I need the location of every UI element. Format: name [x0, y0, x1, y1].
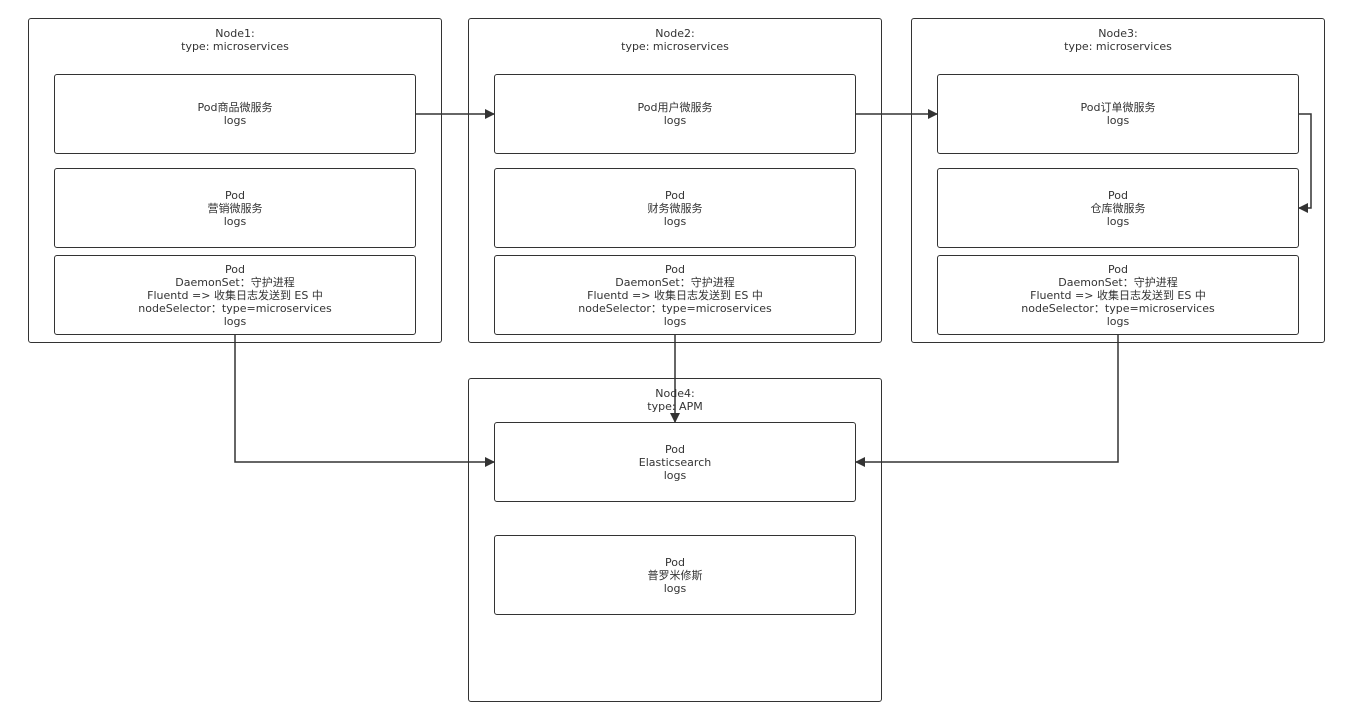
node4-title: Node4: type: APM [469, 387, 881, 413]
node2-type: type: microservices [621, 40, 729, 53]
pod-line: 营销微服务 [207, 201, 263, 215]
pod-line: logs [223, 314, 247, 328]
pod-line: DaemonSet：守护进程 [1058, 275, 1178, 289]
pod-line: nodeSelector：type=microservices [1021, 301, 1215, 315]
node1-title: Node1: type: microservices [29, 27, 441, 53]
node1-pod-daemonset-fluentd: Pod DaemonSet：守护进程 Fluentd => 收集日志发送到 ES… [54, 255, 416, 335]
node2-title: Node2: type: microservices [469, 27, 881, 53]
pod-line: nodeSelector：type=microservices [578, 301, 772, 315]
pod-line: logs [223, 214, 247, 228]
pod-line: logs [1106, 214, 1130, 228]
node1-pod-product-service: Pod商品微服务 logs [54, 74, 416, 154]
node3-name: Node3: [1098, 27, 1138, 40]
pod-line: 财务微服务 [647, 201, 703, 215]
arrow-node1-fluentd-to-elasticsearch [234, 335, 495, 467]
node3-type: type: microservices [1064, 40, 1172, 53]
pod-line: Fluentd => 收集日志发送到 ES 中 [1030, 288, 1206, 302]
arrow-node3-fluentd-to-elasticsearch [855, 335, 1119, 467]
pod-line: nodeSelector：type=microservices [138, 301, 332, 315]
node2-pod-user-service: Pod用户微服务 logs [494, 74, 856, 154]
pod-line: 仓库微服务 [1090, 201, 1146, 215]
pod-line: 普罗米修斯 [647, 568, 703, 582]
pod-line: logs [663, 114, 687, 127]
pod-line: Pod [665, 188, 685, 202]
node4-pod-prometheus: Pod 普罗米修斯 logs [494, 535, 856, 615]
pod-line: Pod商品微服务 [197, 101, 273, 114]
pod-line: DaemonSet：守护进程 [615, 275, 735, 289]
node4-pod-elasticsearch: Pod Elasticsearch logs [494, 422, 856, 502]
pod-line: Pod订单微服务 [1080, 101, 1156, 114]
node1-type: type: microservices [181, 40, 289, 53]
pod-line: Pod [665, 262, 685, 276]
node3-pod-warehouse-service: Pod 仓库微服务 logs [937, 168, 1299, 248]
pod-line: Pod [225, 262, 245, 276]
pod-line: logs [1106, 114, 1130, 127]
node4-name: Node4: [655, 387, 695, 400]
pod-line: Pod [665, 555, 685, 569]
pod-line: logs [663, 314, 687, 328]
pod-line: Pod [665, 442, 685, 456]
pod-line: logs [663, 581, 687, 595]
pod-line: logs [663, 468, 687, 482]
pod-line: Fluentd => 收集日志发送到 ES 中 [587, 288, 763, 302]
pod-line: Pod [225, 188, 245, 202]
node3-pod-daemonset-fluentd: Pod DaemonSet：守护进程 Fluentd => 收集日志发送到 ES… [937, 255, 1299, 335]
pod-line: Pod用户微服务 [637, 101, 713, 114]
pod-line: Elasticsearch [638, 455, 712, 469]
node1-pod-marketing-service: Pod 营销微服务 logs [54, 168, 416, 248]
node3-pod-order-service: Pod订单微服务 logs [937, 74, 1299, 154]
node2-pod-finance-service: Pod 财务微服务 logs [494, 168, 856, 248]
pod-line: logs [1106, 314, 1130, 328]
pod-line: DaemonSet：守护进程 [175, 275, 295, 289]
pod-line: Pod [1108, 262, 1128, 276]
pod-line: logs [223, 114, 247, 127]
node1-name: Node1: [215, 27, 255, 40]
node4-type: type: APM [647, 400, 703, 413]
pod-line: Pod [1108, 188, 1128, 202]
node2-pod-daemonset-fluentd: Pod DaemonSet：守护进程 Fluentd => 收集日志发送到 ES… [494, 255, 856, 335]
node2-name: Node2: [655, 27, 695, 40]
pod-line: logs [663, 214, 687, 228]
pod-line: Fluentd => 收集日志发送到 ES 中 [147, 288, 323, 302]
node3-title: Node3: type: microservices [912, 27, 1324, 53]
